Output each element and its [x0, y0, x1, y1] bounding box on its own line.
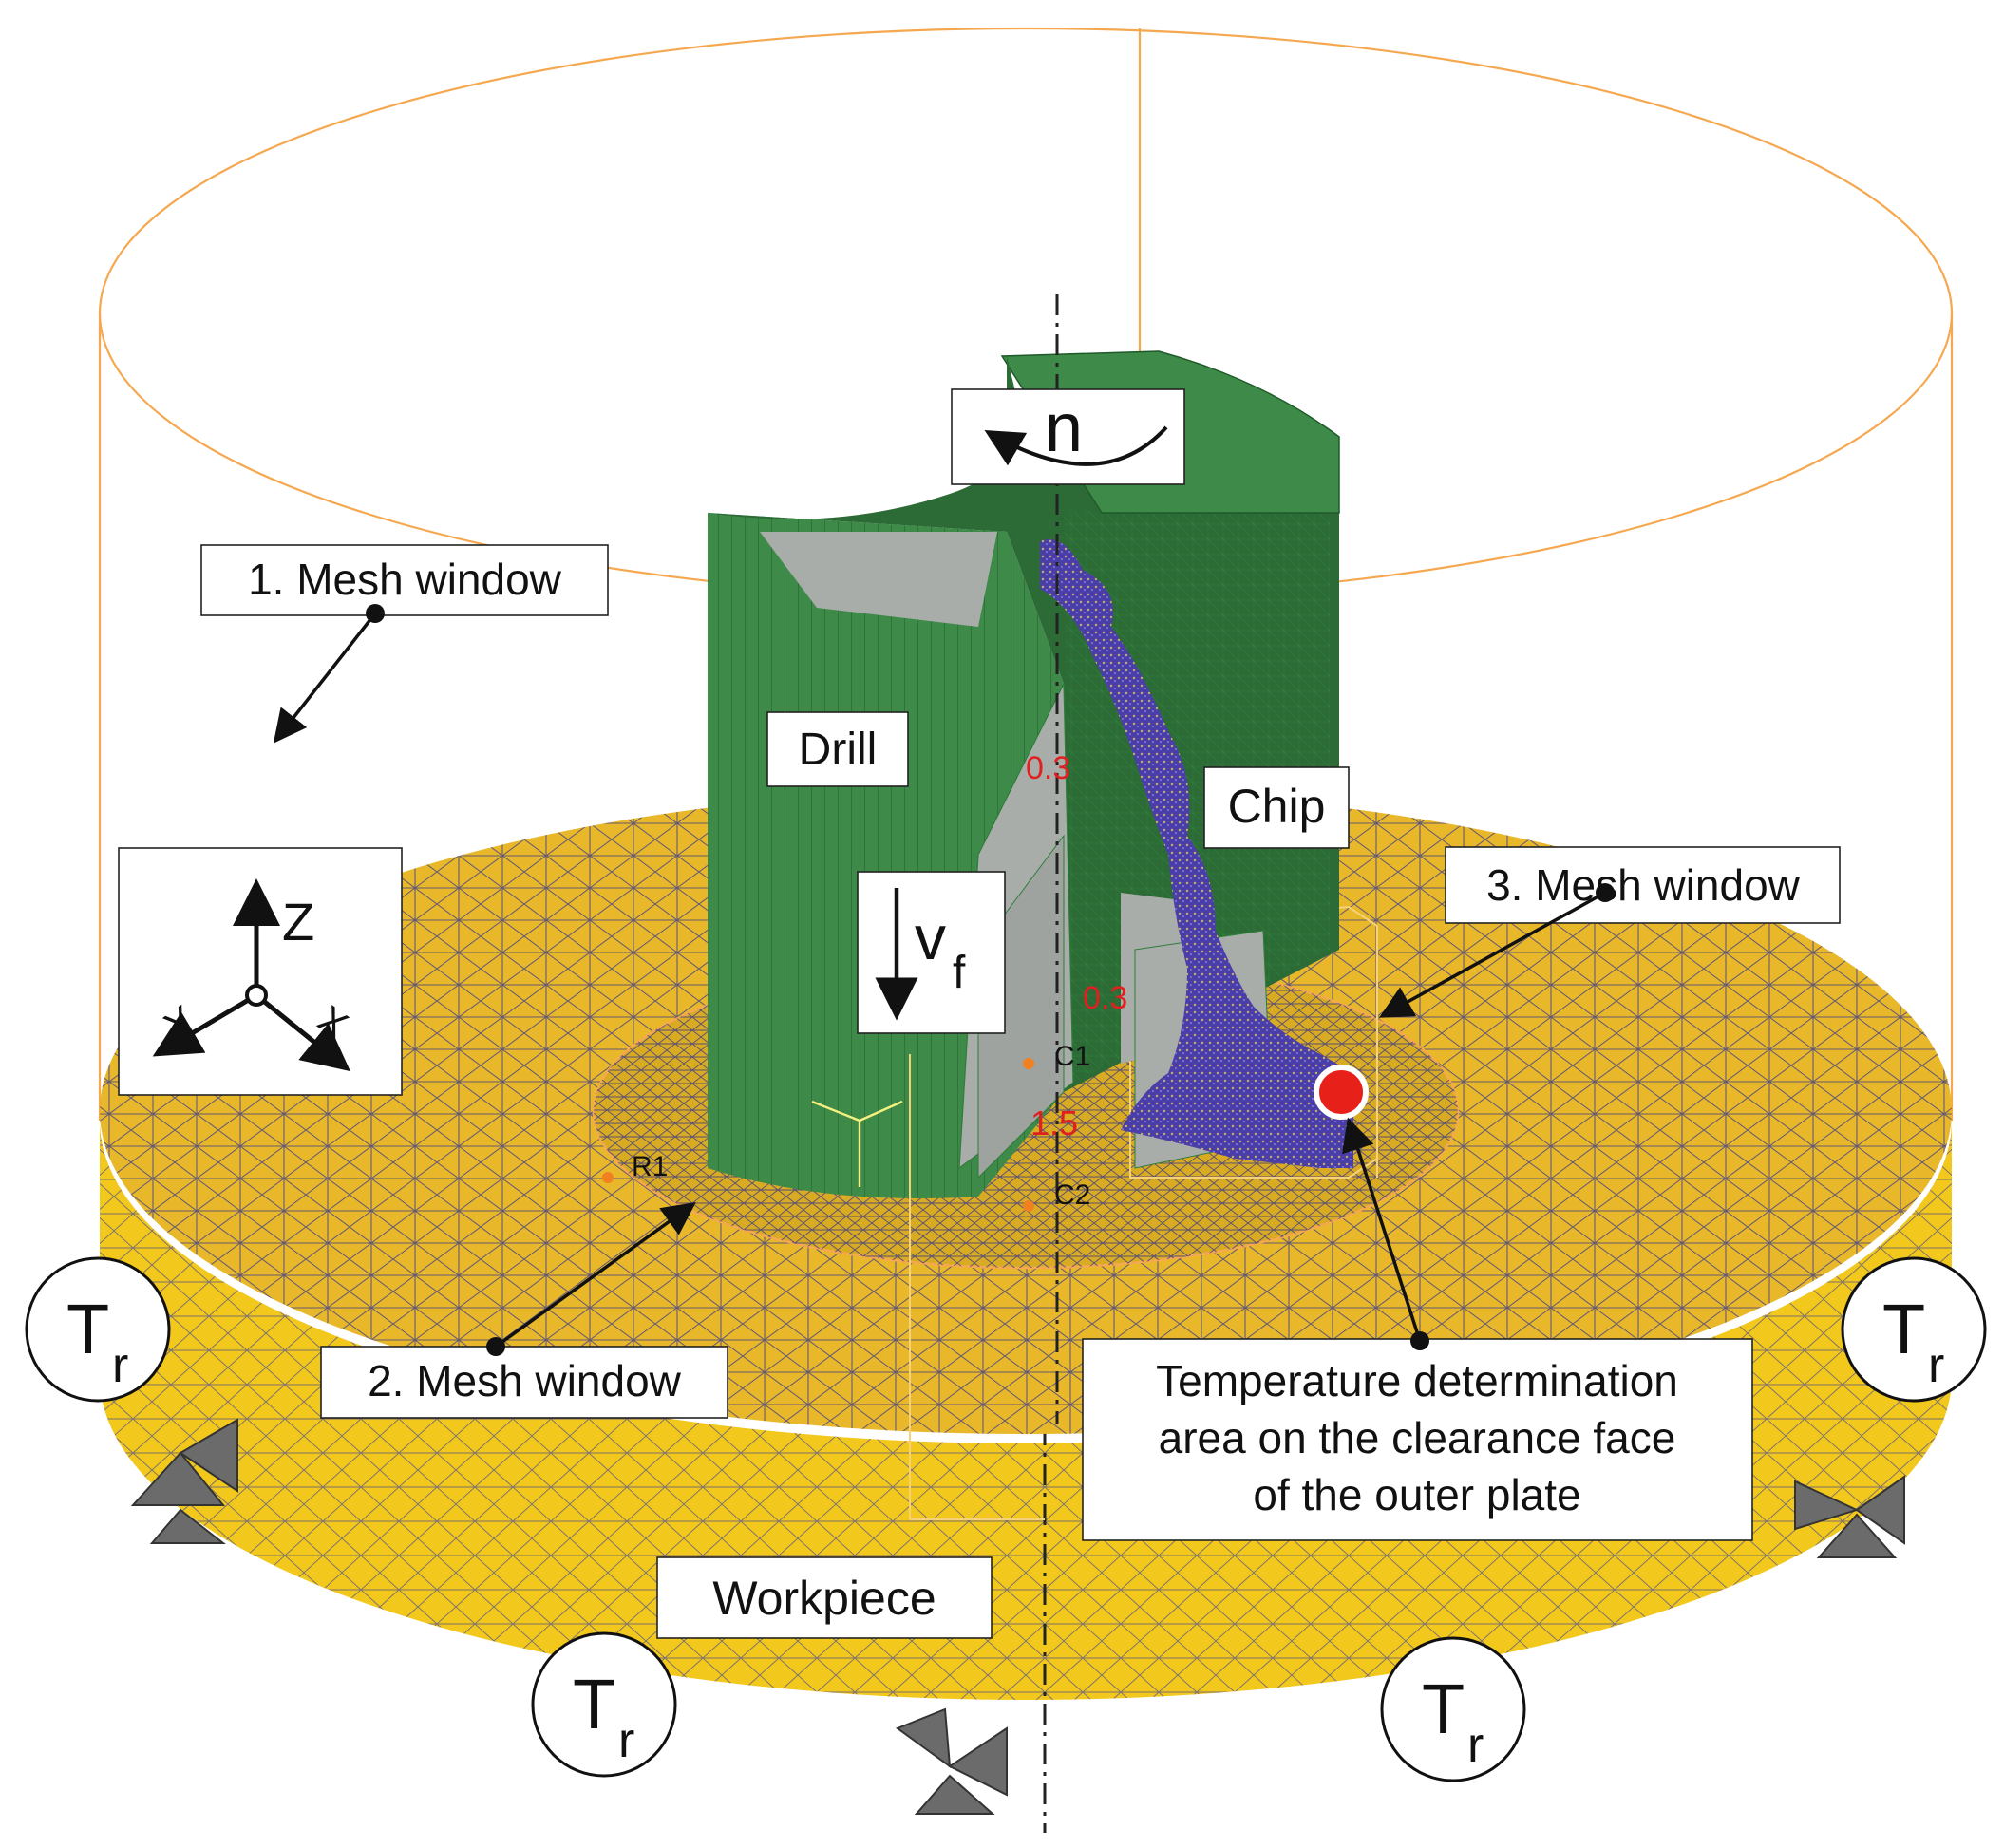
rotation-arrow [984, 425, 1168, 466]
svg-text:area on the clearance face: area on the clearance face [1159, 1413, 1676, 1462]
svg-text:3. Mesh window: 3. Mesh window [1486, 860, 1801, 910]
svg-text:T: T [1422, 1669, 1465, 1748]
marker-r1-label: R1 [632, 1151, 668, 1182]
rotation-label: n [951, 388, 1185, 485]
marker-c2-dot [1023, 1200, 1034, 1212]
workpiece-side [100, 1121, 1952, 1833]
point-markers: C1 C2 R1 0.3 0.3 1.5 [602, 750, 1127, 1212]
feed-label: v f [857, 871, 1006, 1034]
axis-z-label: Z [282, 892, 314, 952]
rotation-symbol: n [1045, 390, 1083, 466]
label-temperature-area: Temperature determination area on the cl… [1082, 1117, 1753, 1541]
chip [1040, 539, 1353, 1168]
dimension-1-5: 1.5 [1030, 1103, 1078, 1142]
label-drill: Drill [766, 711, 909, 787]
support-bottom [895, 1707, 1008, 1815]
svg-text:2. Mesh window: 2. Mesh window [368, 1356, 682, 1405]
dimension-0-3-upper: 0.3 [1026, 750, 1070, 786]
svg-text:T: T [1882, 1290, 1925, 1368]
support-left [130, 1418, 238, 1544]
marker-c1-dot [1023, 1058, 1034, 1069]
svg-text:r: r [618, 1713, 634, 1768]
svg-text:r: r [112, 1338, 128, 1393]
support-right [1794, 1475, 1905, 1558]
dimension-0-3-lower: 0.3 [1083, 980, 1127, 1016]
svg-text:Chip: Chip [1228, 780, 1326, 833]
feed-symbol: v [915, 902, 946, 972]
label-mesh-window-1: 1. Mesh window [200, 544, 609, 744]
feed-subscript: f [953, 948, 966, 998]
svg-text:Temperature determination: Temperature determination [1156, 1356, 1678, 1405]
svg-text:1. Mesh window: 1. Mesh window [248, 555, 562, 604]
svg-text:T: T [66, 1290, 109, 1368]
label-workpiece: Workpiece [656, 1556, 993, 1639]
temperature-point [1314, 1065, 1369, 1120]
svg-text:r: r [1928, 1338, 1944, 1393]
ambient-temperature-bottom-left: T r [531, 1631, 677, 1778]
ambient-temperature-left: T r [25, 1256, 171, 1403]
svg-text:of the outer plate: of the outer plate [1253, 1470, 1580, 1519]
ambient-temperature-right: T r [1841, 1256, 1987, 1403]
local-axis-marker [811, 1100, 903, 1187]
marker-c2-label: C2 [1054, 1179, 1090, 1211]
svg-text:Drill: Drill [799, 725, 878, 775]
label-mesh-window-3: 3. Mesh window [1378, 846, 1841, 1018]
ambient-temperature-bottom-right: T r [1380, 1636, 1526, 1782]
svg-text:Workpiece: Workpiece [712, 1572, 936, 1625]
label-chip: Chip [1203, 766, 1350, 849]
coordinate-system: Z Y X [118, 847, 403, 1096]
svg-text:T: T [573, 1665, 615, 1744]
marker-c1-label: C1 [1054, 1041, 1090, 1072]
svg-text:r: r [1467, 1718, 1484, 1773]
label-mesh-window-2: 2. Mesh window [320, 1201, 728, 1419]
marker-r1-dot [602, 1172, 614, 1183]
